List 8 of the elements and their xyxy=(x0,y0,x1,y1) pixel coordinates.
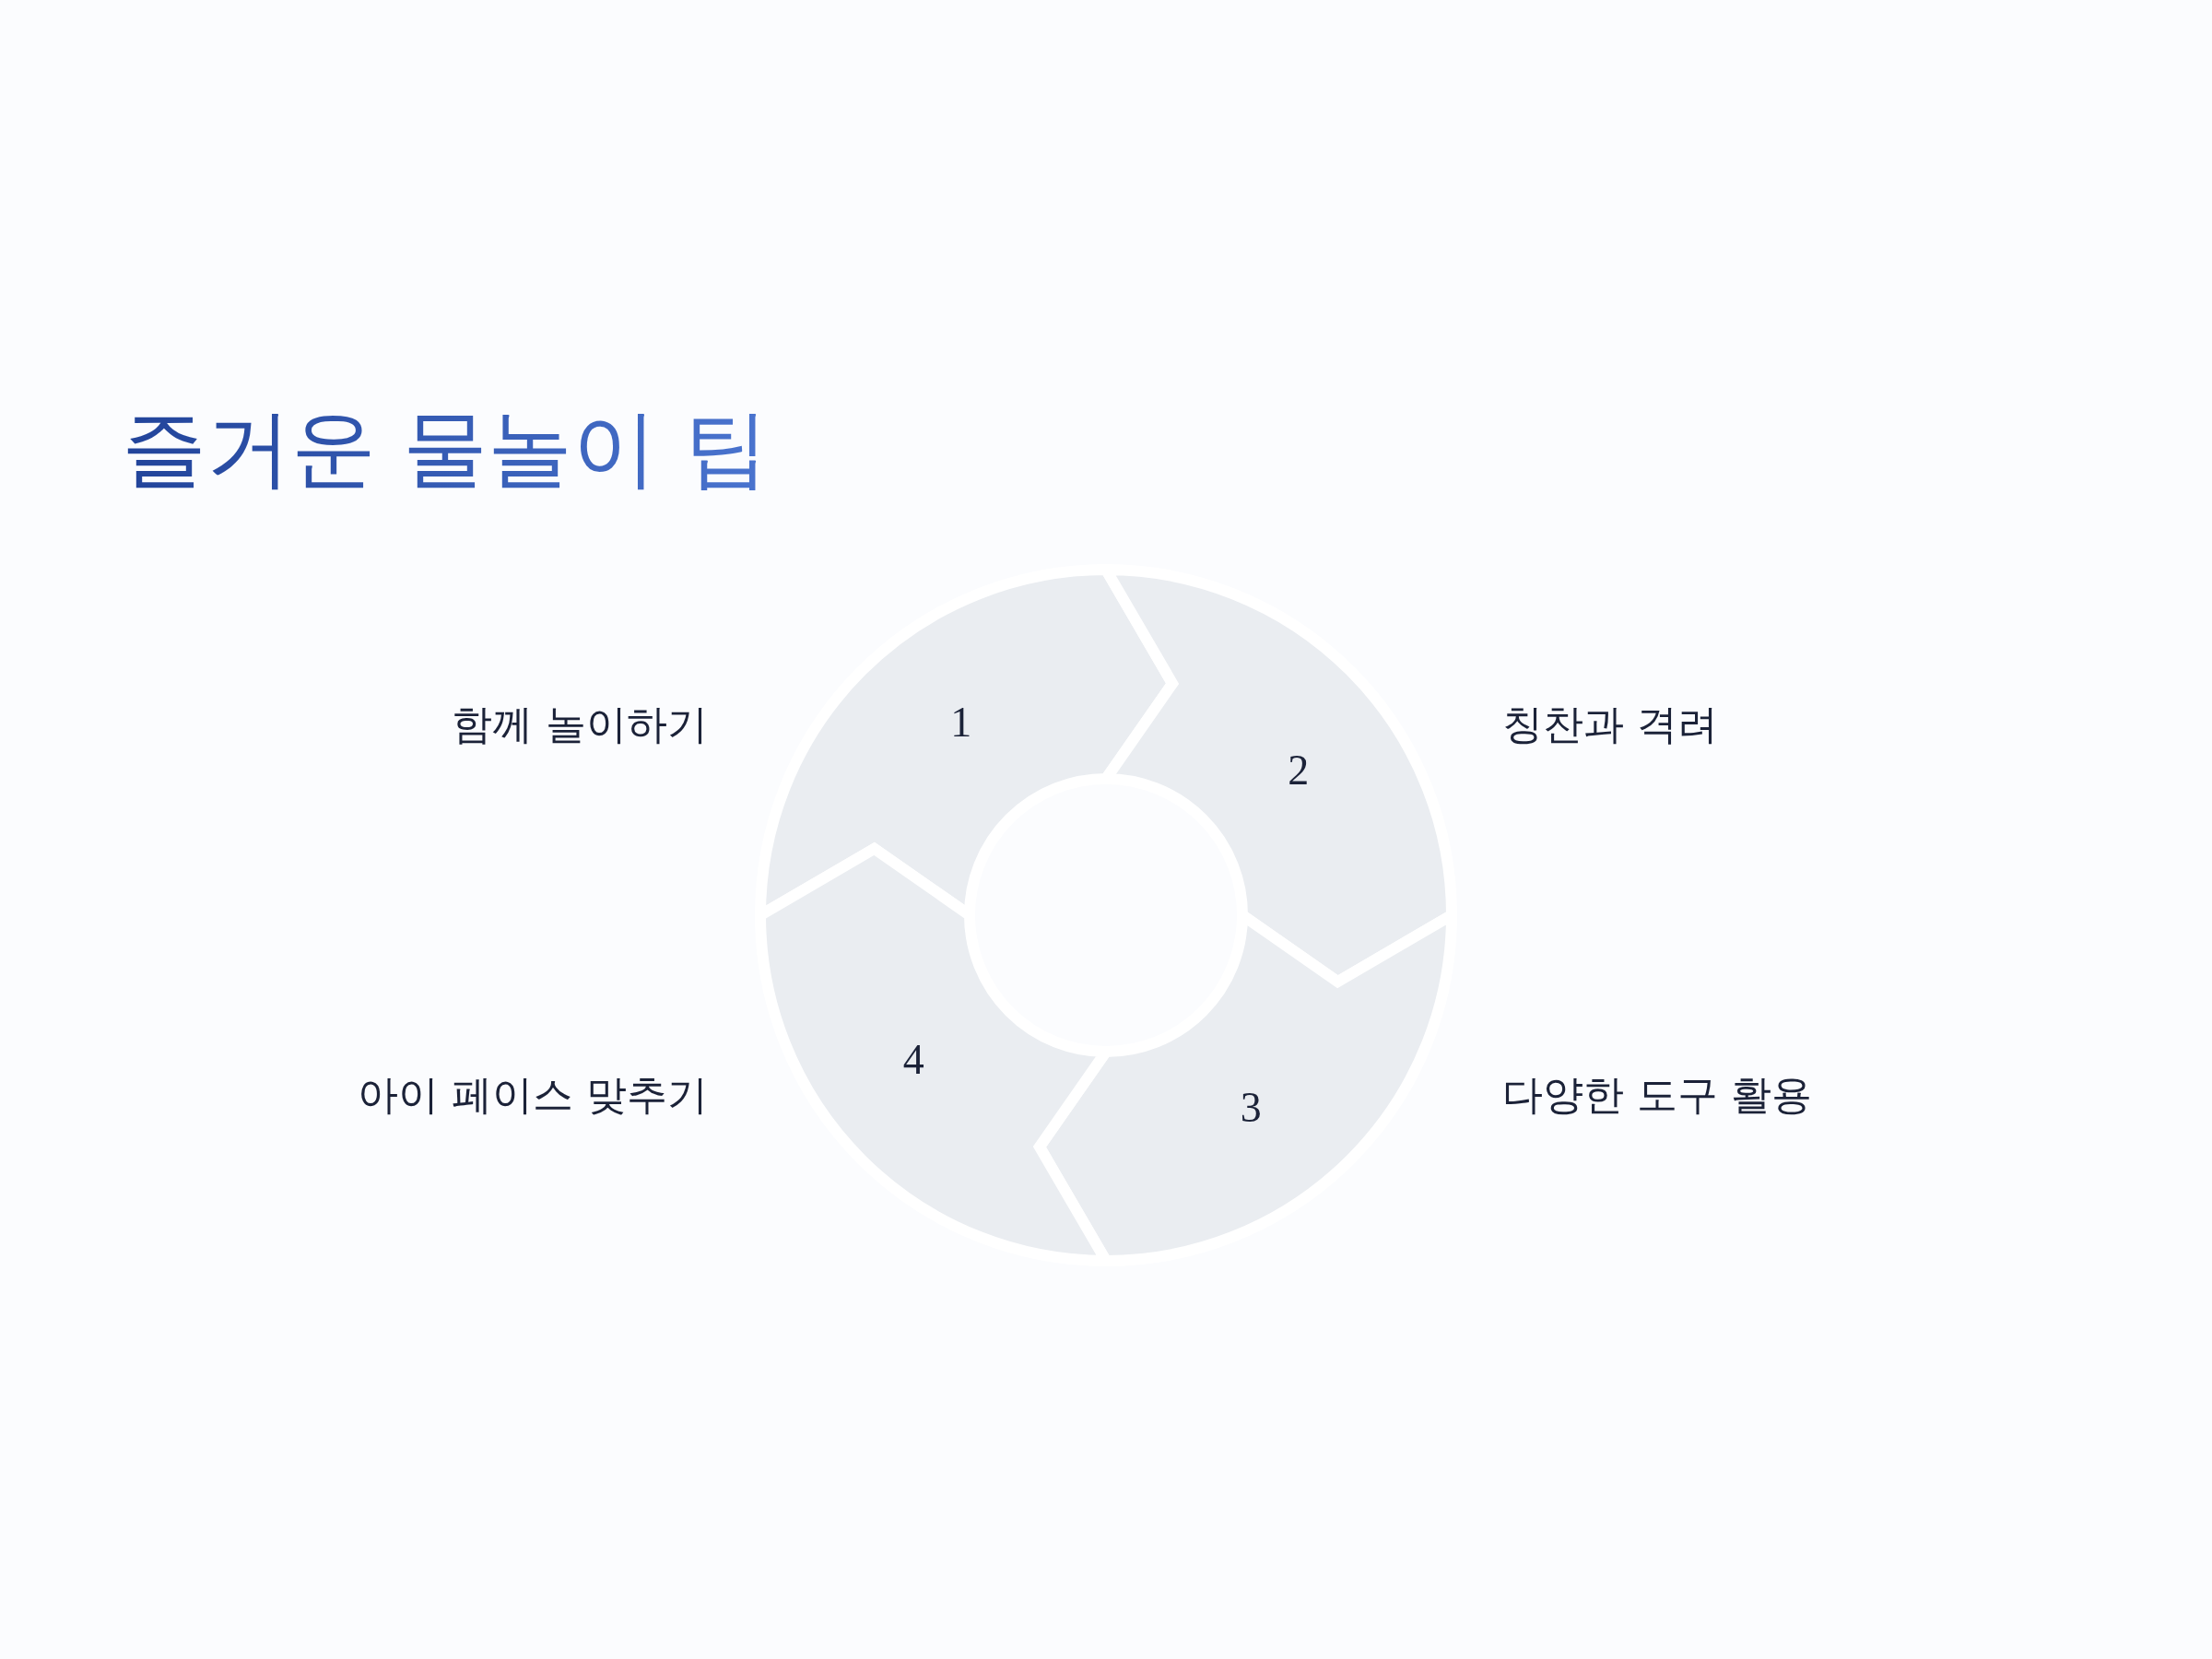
step-number: 4 xyxy=(901,1035,925,1086)
step-label: 아이 페이스 맞추기 xyxy=(358,1071,708,1120)
step-number: 1 xyxy=(949,698,973,748)
step-label: 다양한 도구 활용 xyxy=(1502,1071,1812,1120)
step-number: 2 xyxy=(1287,745,1311,795)
step-number: 3 xyxy=(1239,1082,1263,1133)
step-label: 칭찬과 격려 xyxy=(1502,700,1718,749)
step-label: 함께 놀이하기 xyxy=(452,700,708,749)
